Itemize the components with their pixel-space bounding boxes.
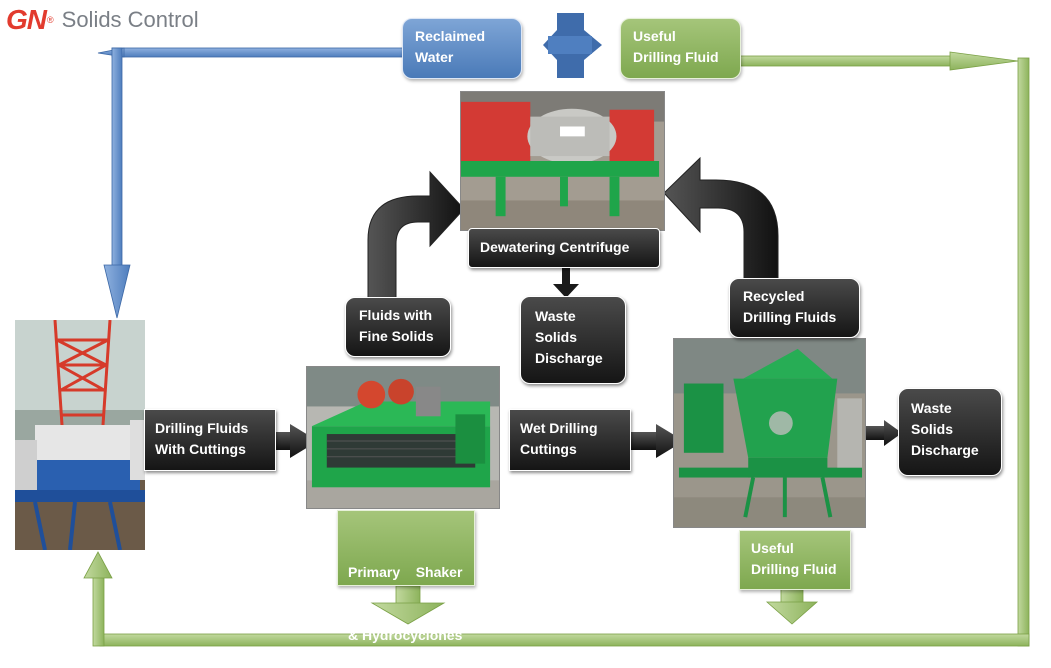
primary-shaker-label: Primary Shaker & Hydrocyclones: [337, 510, 475, 643]
fluids-fine-solids-line1: Fluids with: [359, 307, 433, 323]
wet-cuttings-line1: Wet Drilling: [520, 420, 598, 436]
fluids-fine-solids-line2: Fine Solids: [359, 328, 434, 344]
centrifuge-waste-down-arrow: [553, 264, 579, 298]
recycled-drilling-fluids-label: Recycled Drilling Fluids: [729, 278, 860, 338]
logo-text: Solids Control: [61, 7, 199, 32]
shaker-discharge-down-arrow: [370, 585, 446, 625]
useful-fluid-top-label: Useful Drilling Fluid: [620, 18, 741, 79]
centrifuge-fluid-down-arrow: [765, 588, 819, 625]
useful-fluid-return-loop: [83, 51, 1030, 647]
reclaimed-water-label: Reclaimed Water: [402, 18, 522, 79]
primary-shaker-line2: & Hydrocyclones: [348, 627, 463, 643]
recycled-fluids-line1: Recycled: [743, 288, 805, 304]
centrifuge-waste-line1: Waste: [535, 308, 576, 324]
drilling-fluids-cuttings-line1: Drilling Fluids: [155, 420, 249, 436]
useful-fluid-bottom-line1: Useful: [751, 540, 794, 556]
useful-fluid-top-line2: Drilling Fluid: [633, 49, 719, 65]
dewatering-centrifuge-text: Dewatering Centrifuge: [480, 239, 630, 255]
vertical-cuttings-dryer-photo: [673, 338, 866, 528]
drilling-fluids-cuttings-line2: With Cuttings: [155, 441, 246, 457]
shaker-hydrocyclone-photo: [306, 366, 500, 509]
logo-registered: ®: [47, 15, 54, 25]
centrifuge-waste-discharge-label: Waste Solids Discharge: [520, 296, 626, 384]
dewatering-centrifuge-photo: [460, 91, 665, 231]
centrifuge-waste-line3: Discharge: [535, 350, 603, 366]
gn-logo: GN® Solids Control: [6, 4, 199, 36]
useful-fluid-top-line1: Useful: [633, 28, 676, 44]
dryer-waste-line1: Waste: [911, 400, 952, 416]
drilling-fluids-cuttings-label: Drilling Fluids With Cuttings: [144, 409, 276, 471]
dryer-waste-line3: Discharge: [911, 442, 979, 458]
centrifuge-waste-line2: Solids: [535, 329, 578, 345]
rig-to-shaker-arrow: [276, 424, 318, 458]
dryer-waste-line2: Solids: [911, 421, 954, 437]
reclaimed-water-line2: Water: [415, 49, 454, 65]
reclaimed-water-line1: Reclaimed: [415, 28, 486, 44]
water-fluid-split-arrow: [543, 13, 602, 78]
primary-shaker-line1: Primary Shaker: [348, 564, 463, 580]
recycled-fluids-line2: Drilling Fluids: [743, 309, 837, 325]
logo-mark: GN: [6, 4, 47, 35]
reclaimed-water-return-arrow: [97, 47, 405, 319]
shaker-to-decanter-arrow: [630, 424, 684, 458]
dewatering-centrifuge-label: Dewatering Centrifuge: [468, 228, 660, 268]
useful-fluid-bottom-label: Useful Drilling Fluid: [739, 530, 851, 590]
fine-solids-up-arrow: [367, 170, 465, 301]
recycled-fluid-up-arrow: [663, 156, 779, 279]
wet-cuttings-line2: Cuttings: [520, 441, 577, 457]
fluids-fine-solids-label: Fluids with Fine Solids: [345, 297, 451, 357]
dryer-waste-discharge-label: Waste Solids Discharge: [898, 388, 1002, 476]
useful-fluid-bottom-line2: Drilling Fluid: [751, 561, 837, 577]
decanter-to-waste-arrow: [864, 420, 902, 446]
wet-drilling-cuttings-label: Wet Drilling Cuttings: [509, 409, 631, 471]
drilling-rig-photo: [15, 320, 145, 550]
